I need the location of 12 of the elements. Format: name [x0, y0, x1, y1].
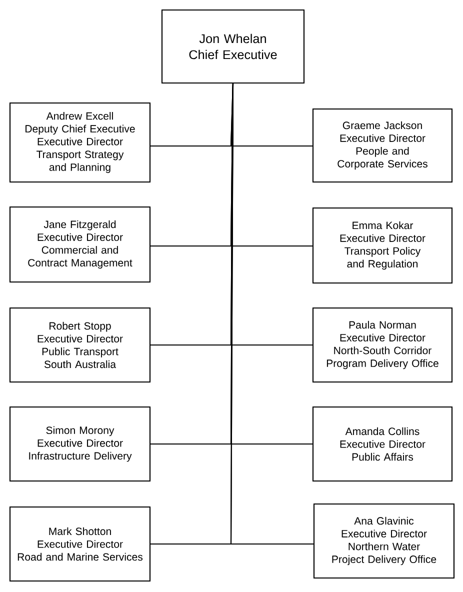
director-box: Emma Kokar Executive Director Transport Policy and Regulation — [312, 207, 453, 284]
director-box: Andrew Excell Deputy Chief Executive Executive Director Transport Strategy and Planning — [9, 102, 151, 183]
director-box: Graeme Jackson Executive Director People and Corporate Services — [312, 108, 453, 183]
executive-box: Jon Whelan Chief Executive — [161, 9, 305, 84]
connector-line — [230, 84, 314, 545]
director-box: Simon Morony Executive Director Infrastructure Delivery — [9, 406, 151, 482]
director-box: Mark Shotton Executive Director Road and Marine Services — [9, 506, 151, 582]
director-box: Ana Glavinic Executive Director Northern Water Project Delivery Office — [313, 503, 455, 579]
director-box: Paula Norman Executive Director North-South Corridor Program Delivery Office — [312, 307, 453, 383]
director-box: Amanda Collins Executive Director Public Affairs — [312, 406, 453, 482]
director-box: Jane Fitzgerald Executive Director Commercial and Contract Management — [9, 206, 151, 283]
director-box: Robert Stopp Executive Director Public Transport South Australia — [9, 307, 151, 383]
